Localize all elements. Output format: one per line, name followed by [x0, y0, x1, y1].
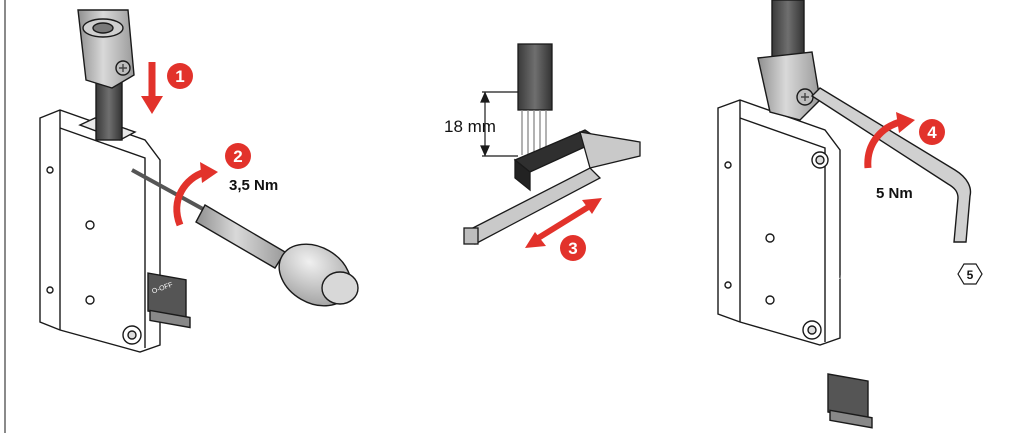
svg-text:1: 1	[175, 67, 184, 86]
step-3-arrowhead-right	[582, 198, 602, 214]
step-2-badge: 2	[225, 143, 251, 169]
screwdriver-icon	[131, 168, 359, 307]
breaker-icon	[39, 109, 191, 353]
left-border-line	[4, 0, 6, 433]
svg-text:5: 5	[967, 268, 974, 282]
strip-length-label: 18 mm	[444, 117, 496, 136]
strip-length-dimension	[480, 91, 518, 157]
svg-text:3: 3	[568, 239, 577, 258]
step-3-arrow	[533, 203, 592, 243]
step-1-arrowhead	[141, 96, 163, 114]
lug-icon-2	[757, 0, 821, 121]
hex-key-icon	[810, 87, 972, 243]
step-4-badge: 4	[919, 119, 945, 145]
step-2-torque-label: 3,5 Nm	[229, 177, 278, 194]
svg-text:4: 4	[927, 123, 937, 142]
wire-brush-icon	[463, 43, 641, 245]
step-1-badge: 1	[167, 63, 193, 89]
breaker-icon-2	[717, 99, 873, 429]
svg-text:2: 2	[233, 147, 242, 166]
step-2-arrowhead	[200, 162, 218, 183]
step-4-arrow	[864, 118, 902, 169]
step-2-arrow	[173, 168, 207, 227]
hex-size-icon: 5	[957, 263, 983, 285]
step-3-badge: 3	[560, 235, 586, 261]
step-4-torque-label: 5 Nm	[876, 185, 913, 202]
step-3-arrowhead-left	[525, 232, 546, 248]
lug-icon	[77, 9, 135, 141]
step-4-arrowhead	[896, 112, 915, 133]
